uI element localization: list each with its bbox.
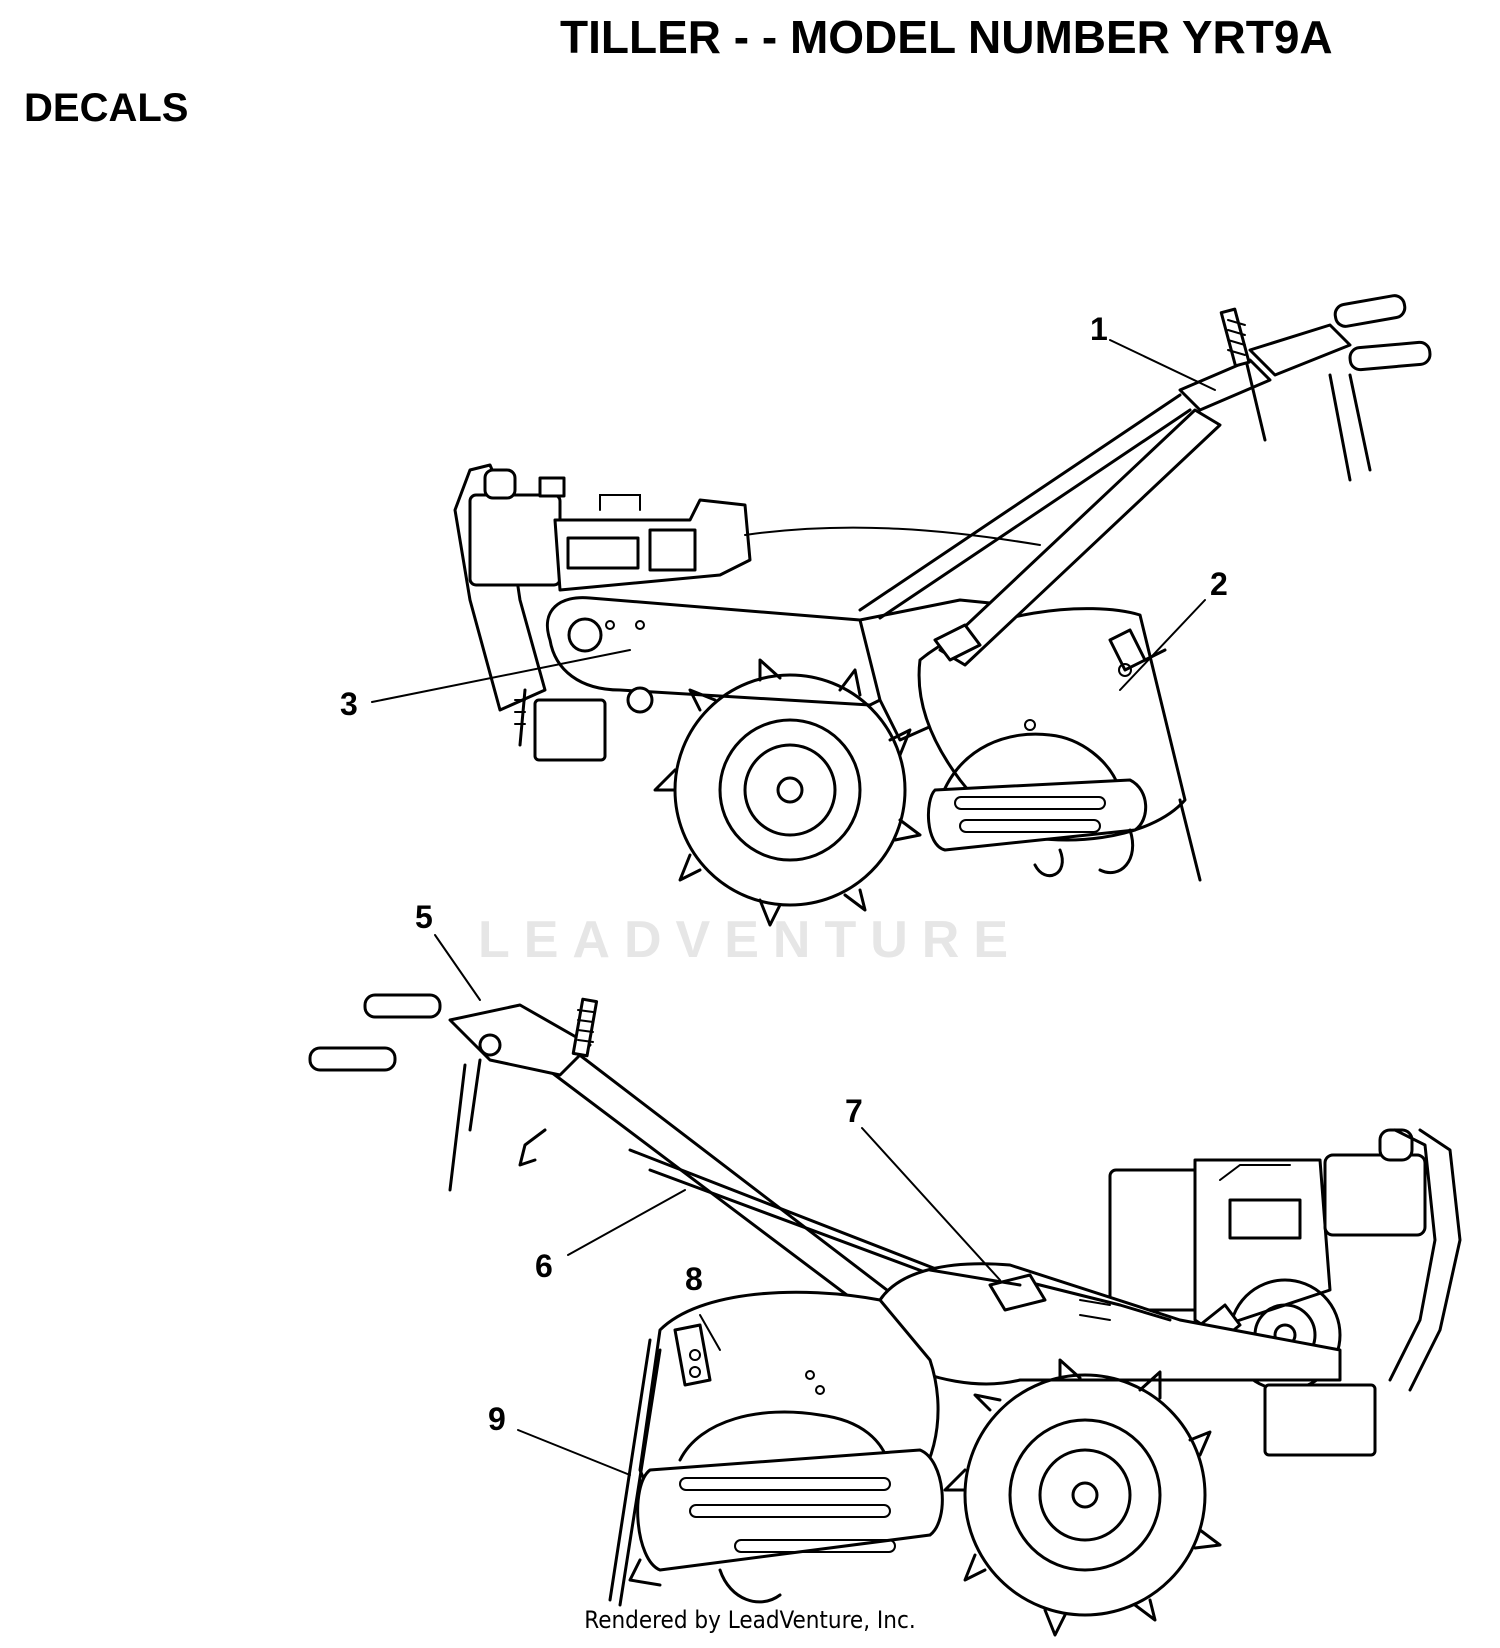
callout-3: 3: [340, 686, 358, 722]
callout-1: 1: [1090, 311, 1108, 347]
lower-tiller: [308, 993, 1462, 1637]
page-title: TILLER - - MODEL NUMBER YRT9A: [560, 11, 1333, 63]
callout-labels: 1 2 3 5 6 7 8 9: [340, 311, 1228, 1437]
callout-7: 7: [845, 1093, 863, 1129]
footer-credit: Rendered by LeadVenture, Inc.: [584, 1606, 916, 1634]
callout-2: 2: [1210, 566, 1228, 602]
callout-5: 5: [415, 899, 433, 935]
callout-9: 9: [488, 1401, 506, 1437]
upper-tiller: [453, 294, 1432, 927]
section-heading: DECALS: [24, 86, 189, 130]
callout-6: 6: [535, 1248, 553, 1284]
callout-leaders: [371, 339, 1216, 1476]
callout-8: 8: [685, 1261, 703, 1297]
watermark: LEADVENTURE: [477, 911, 1023, 969]
